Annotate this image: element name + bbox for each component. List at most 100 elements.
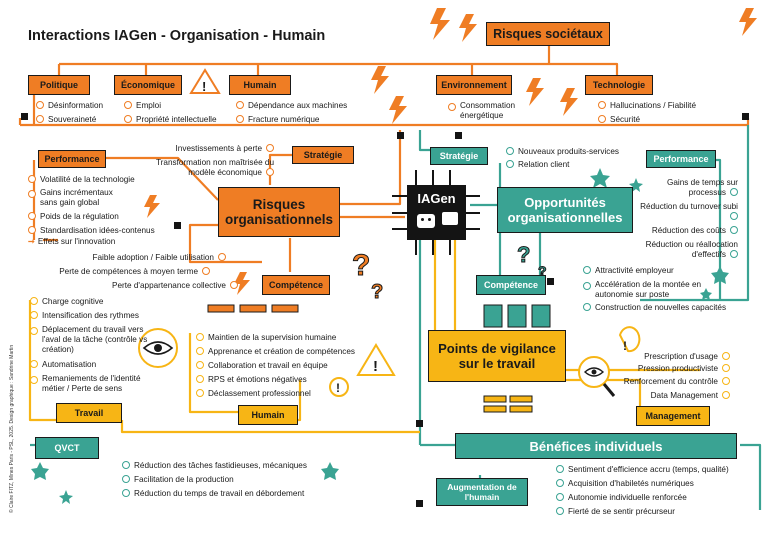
bullet-icon [30,297,38,305]
list-item: Déplacement du travail vers l'aval de la… [30,325,148,355]
list-item: Poids de la régulation [28,212,119,222]
bullet-icon [722,352,730,360]
list-item: Volatilité de la technologie [28,175,135,185]
svg-text:?: ? [371,281,383,303]
bullet-icon [196,347,204,355]
svg-text:?: ? [538,263,547,279]
list-item: Déclassement professionnel [196,389,311,399]
innovation-effect-note: ➞Effets sur l'innovation [28,237,116,246]
svg-text:!: ! [202,79,206,94]
bullet-icon [36,101,44,109]
bullet-icon [722,364,730,372]
bullet-icon [28,175,36,183]
list-item: Désinformation [36,101,103,111]
bullet-icon [196,361,204,369]
politique-label: Politique [40,80,78,90]
list-item: Accélération de la montée en autonomie s… [583,280,723,300]
qvct-label: QVCT [54,443,80,453]
arrow-right-icon: ➞ [28,237,35,246]
bullet-icon [722,391,730,399]
bullet-icon [583,282,591,290]
list-item: Réduction ou réallocation d'effectifs [645,240,738,259]
vigilance-label: Points de vigilance sur le travail [438,341,556,371]
list-item: Consommation énergétique [448,101,538,121]
bullet-icon [122,475,130,483]
bullet-icon [730,226,738,234]
technologie-box: Technologie [585,75,653,95]
bullet-icon [506,147,514,155]
list-item: Gains de temps sur processus [667,178,738,197]
list-item: Réduction du temps de travail en déborde… [122,489,304,499]
bullet-icon [266,144,274,152]
list-item: Perte d'appartenance collective [40,281,238,291]
individual-benefits-title: Bénéfices individuels [455,433,737,459]
bullet-icon [30,327,38,335]
list-item: Prescription d'usage [600,352,730,362]
augmentation-label: Augmentation de l'humain [447,482,517,502]
bullet-icon [448,103,456,111]
list-item: Sentiment d'efficience accru (temps, qua… [556,465,729,475]
performance-risk-box: Performance [38,150,106,168]
economique-box: Économique [114,75,182,95]
bullet-icon [202,267,210,275]
credit-line: © Claire FITZ, Mines Paris - PSL, 2025. … [9,344,15,513]
iagen-label: IAGen [417,191,456,206]
list-item: Souveraineté [36,115,96,125]
bullet-icon [122,489,130,497]
list-item: Construction de nouvelles capacités [583,303,726,313]
list-item: Transformation non maîtrisée du modèle é… [155,158,274,177]
competence-risk-label: Compétence [268,280,323,290]
management-box: Management [636,406,710,426]
list-item: RPS et émotions négatives [196,375,307,385]
list-item: Nouveaux produits-services [506,147,619,157]
list-item: Sécurité [598,115,640,125]
bullet-icon [122,461,130,469]
competence-risk-box: Compétence [262,275,330,295]
politique-box: Politique [28,75,90,95]
bullet-icon [506,160,514,168]
performance-opp-label: Performance [653,154,709,164]
list-item: Collaboration et travail en équipe [196,361,328,371]
humain-vigilance-box: Humain [238,405,298,425]
humain-societal-box: Humain [229,75,291,95]
bullet-icon [28,190,36,198]
bullet-icon [556,493,564,501]
strategie-risk-label: Stratégie [303,150,343,160]
performance-risk-label: Performance [44,154,100,164]
list-item: Dépendance aux machines [236,101,347,111]
list-item: Automatisation [30,360,96,370]
list-item: Apprenance et création de compétences [196,347,355,357]
svg-text:!: ! [373,358,378,375]
bullet-icon [30,376,38,384]
bullet-icon [730,212,738,220]
competence-opp-label: Compétence [483,280,538,290]
list-item: Pression productiviste [600,364,730,374]
strategie-opp-label: Stratégie [439,151,479,161]
bullet-icon [236,115,244,123]
page-title: Interactions IAGen - Organisation - Huma… [28,28,326,44]
humain-vigilance-label: Humain [251,410,285,420]
bullet-icon [196,333,204,341]
environnement-box: Environnement [436,75,512,95]
strategie-risk-box: Stratégie [292,146,354,164]
list-item: Renforcement du contrôle [590,377,730,387]
list-item: Intensification des rythmes [30,311,139,321]
travail-box: Travail [56,403,122,423]
list-item: Propriété intellectuelle [124,115,217,125]
bullet-icon [196,389,204,397]
bullet-icon [556,465,564,473]
list-item: Charge cognitive [30,297,103,307]
bullet-icon [30,360,38,368]
bullet-icon [583,266,591,274]
list-item: Facilitation de la production [122,475,234,485]
bullet-icon [30,311,38,319]
svg-text:?: ? [517,242,530,267]
competence-opp-box: Compétence [476,275,546,295]
performance-opp-box: Performance [646,150,716,168]
augmentation-box: Augmentation de l'humain [436,478,528,506]
list-item: Fracture numérique [236,115,319,125]
org-opportunities-title: Opportunités organisationnelles [497,187,633,233]
org-opportunities-label: Opportunités organisationnelles [507,195,623,225]
travail-label: Travail [74,408,104,418]
